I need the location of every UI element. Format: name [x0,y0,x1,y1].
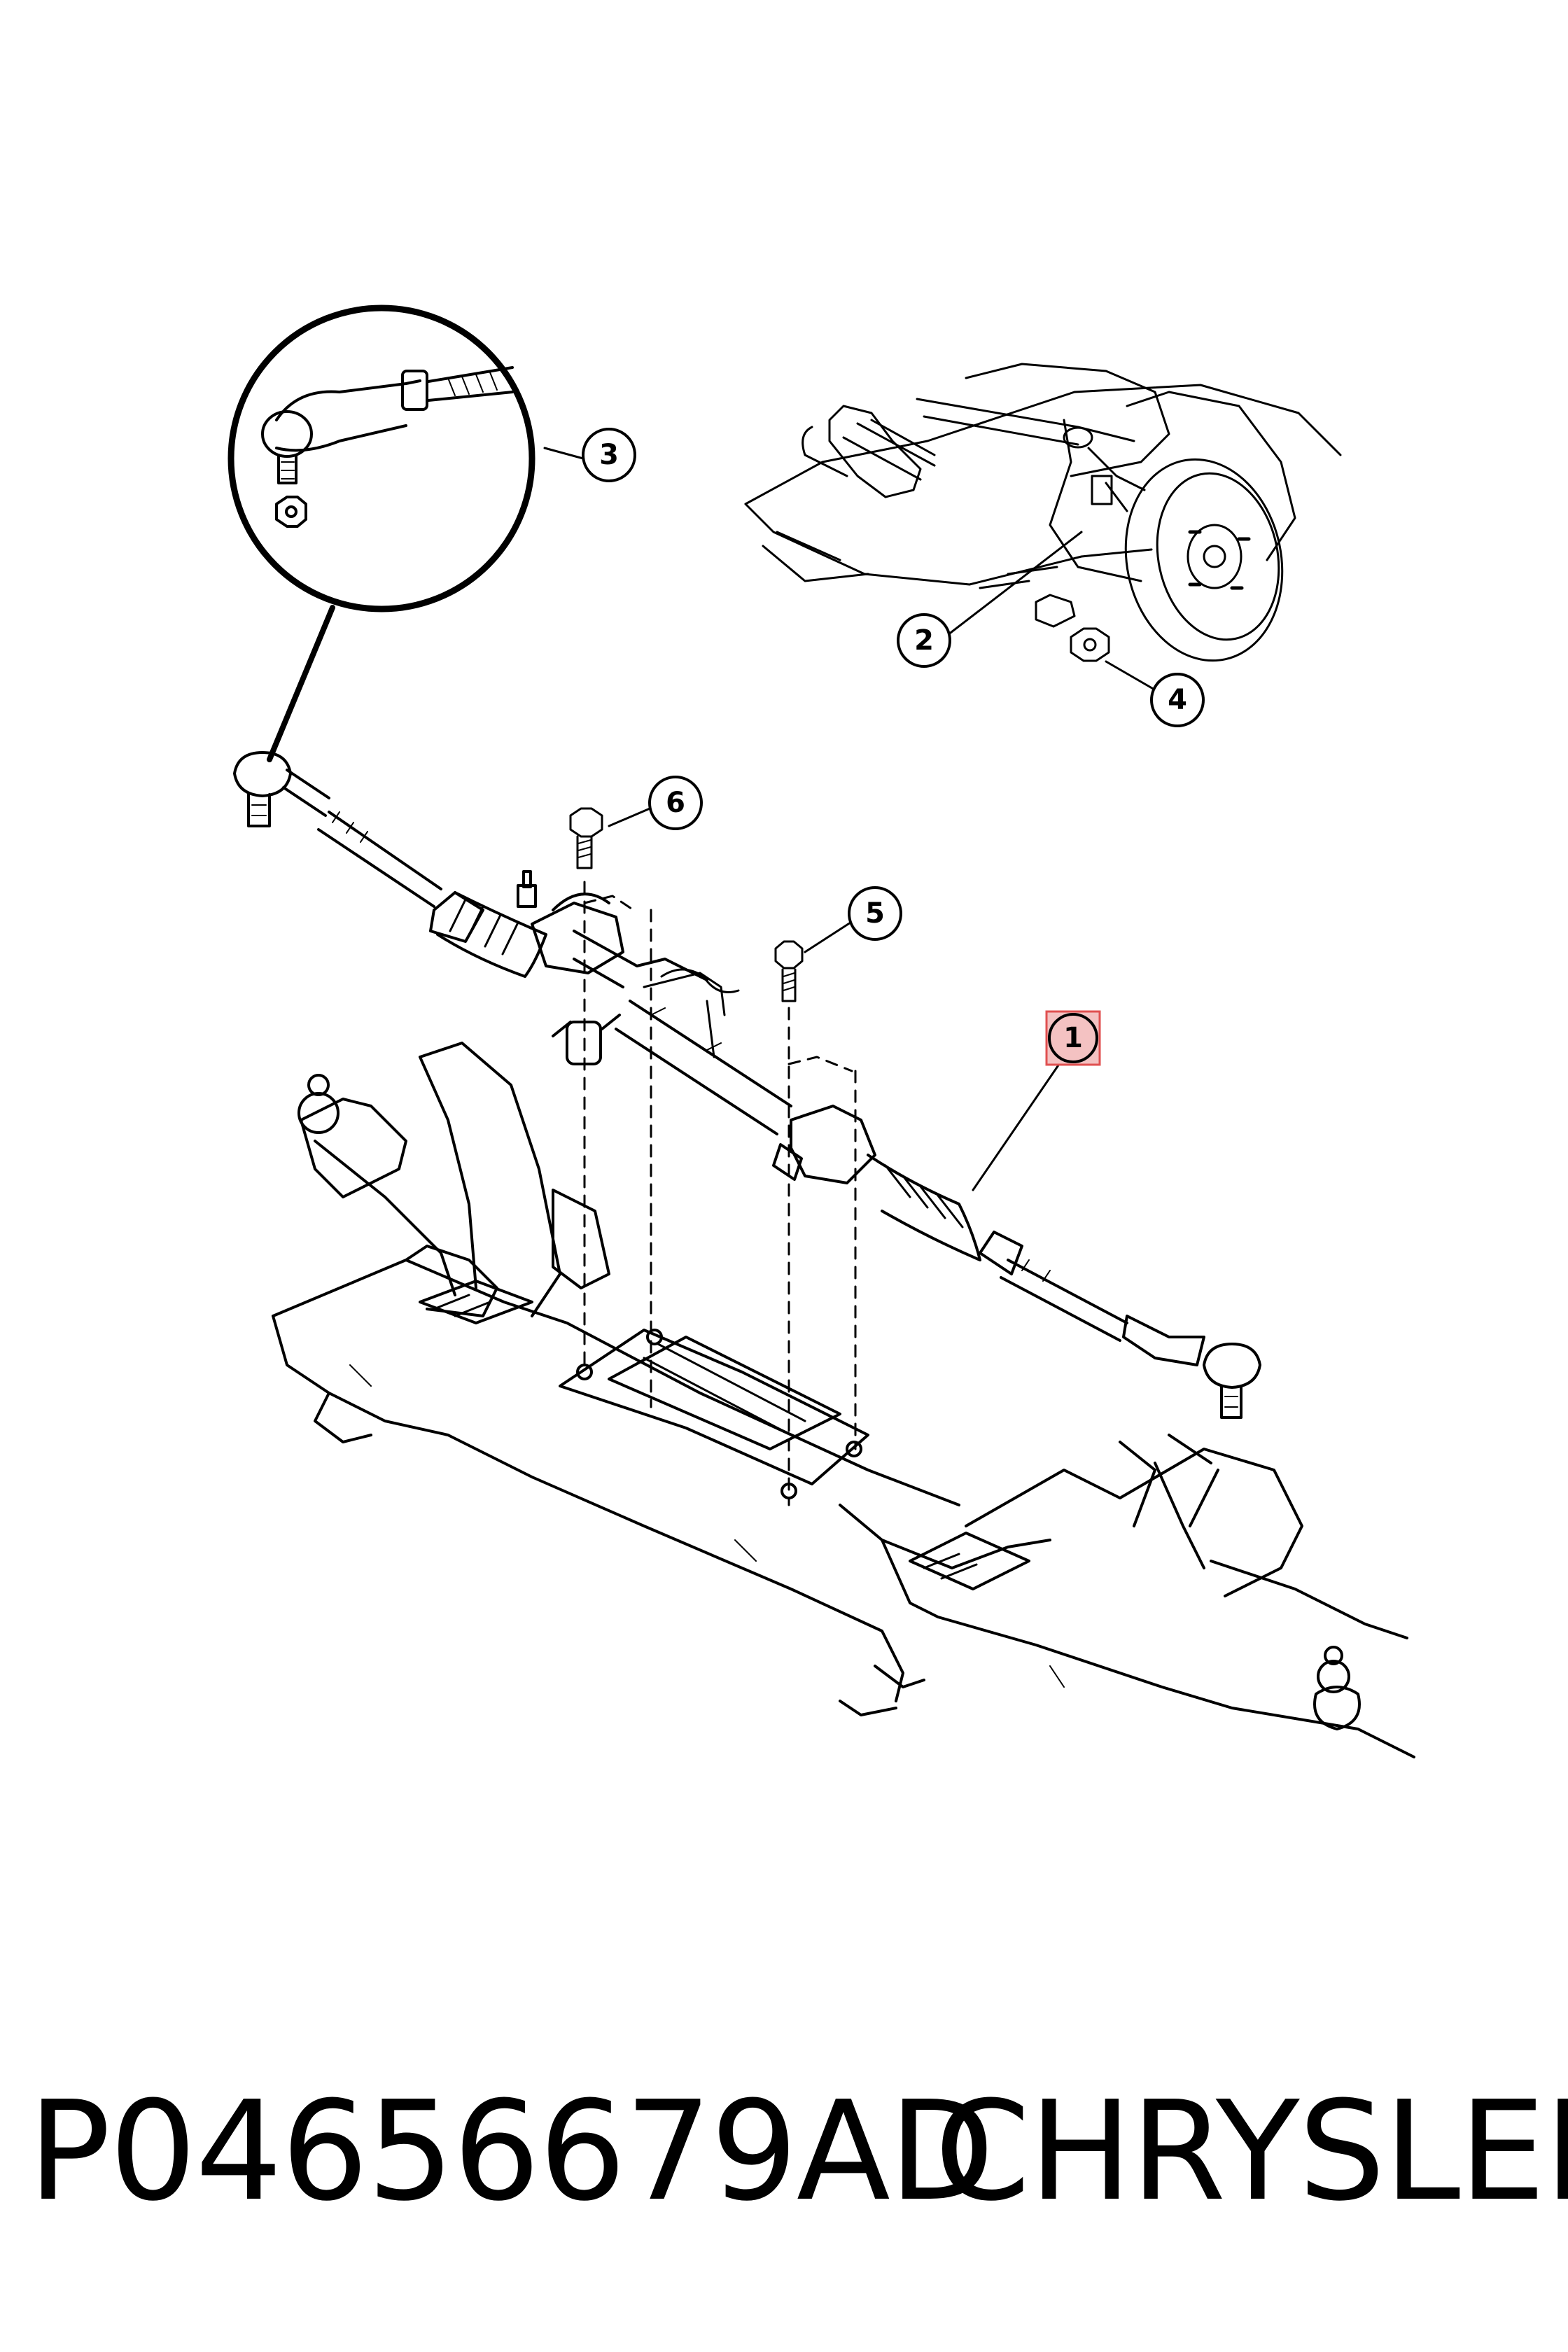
callout-3[interactable]: 3 [582,428,636,482]
steering-gear-assembly [233,751,1261,1419]
callout-5-label: 5 [865,897,885,930]
part-info-caption: P04656679AD CHRYSLER [28,2072,1568,2254]
tie-rod-end-inset [227,304,536,612]
knuckle-rotor-view [744,363,1342,662]
mounting-bolts [569,807,857,1506]
callout-leaders [543,447,1174,1191]
callout-4[interactable]: 4 [1150,673,1205,727]
callout-2[interactable]: 2 [897,613,951,668]
steering-gear-diagram: 3 2 4 6 5 1 [227,304,1415,1758]
callout-2-label: 2 [914,624,934,657]
callout-1[interactable]: 1 [1045,1010,1101,1066]
part-number: P04656679AD [28,2072,995,2232]
callout-4-label: 4 [1168,684,1187,716]
callout-5[interactable]: 5 [848,886,902,941]
inset-leader-line [267,605,335,762]
callout-6-label: 6 [666,787,685,819]
callout-3-label: 3 [599,439,619,471]
callout-6[interactable]: 6 [648,776,703,830]
brand-name: CHRYSLER [934,2072,1568,2232]
callout-1-label: 1 [1063,1022,1083,1054]
front-crossmember [272,1042,1415,1758]
